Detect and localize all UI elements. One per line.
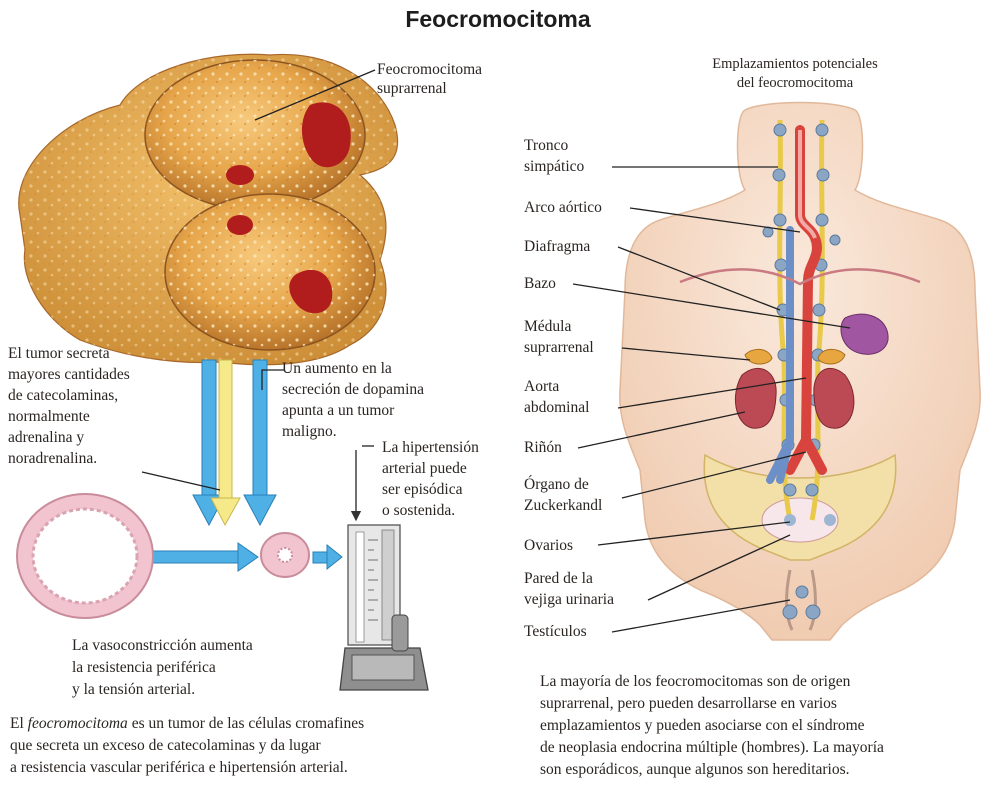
arrow-horizontal-1 [150,551,240,563]
arrow-shaft-blue [202,360,216,495]
site-label-aorta-abdominal: Aorta abdominal [524,376,589,418]
definition-paragraph: El feocromocitoma es un tumor de las cél… [10,713,364,779]
hemorrhage-area [226,165,254,185]
definition-term: feocromocitoma [28,715,128,732]
hemorrhage-area [227,215,253,235]
site-label-bazo: Bazo [524,274,556,293]
body-figure [620,103,980,641]
site-label-medula-suprarrenal: Médula suprarrenal [524,316,594,358]
hypertension-note: La hipertensión arterial puede ser episó… [382,437,479,521]
arrow-horizontal-2 [313,552,328,563]
site-label-arco-aortico: Arco aórtico [524,198,602,217]
secretion-note: El tumor secreta mayores cantidades de c… [8,343,130,469]
site-label-ovarios: Ovarios [524,536,573,555]
adrenal-tumor-illustration [19,54,398,365]
site-label-organo-zuckerkandl: Órgano de Zuckerkandl [524,474,602,516]
page-title: Feocromocitoma [0,6,996,33]
site-label-rinon: Riñón [524,438,562,457]
vasoconstriction-note: La vasoconstricción aumenta la resistenc… [72,635,253,701]
adrenal-tumor-label: Feocromocitoma suprarrenal [377,60,482,98]
site-label-testiculos: Testículos [524,622,587,641]
sites-heading: Emplazamientos potenciales del feocromoc… [665,55,925,93]
site-label-pared-vejiga: Pared de la vejiga urinaria [524,568,614,610]
dopamine-note: Un aumento en la secreción de dopamina a… [282,358,424,442]
arrow-shaft-yellow [219,360,232,500]
left-kidney [735,368,776,428]
summary-paragraph: La mayoría de los feocromocitomas son de… [540,671,884,781]
arrow-head-dopamine [244,495,276,525]
site-label-diafragma: Diafragma [524,237,590,256]
site-label-tronco-simpatico: Tronco simpático [524,135,584,177]
arrow-shaft-dopamine [253,360,267,495]
